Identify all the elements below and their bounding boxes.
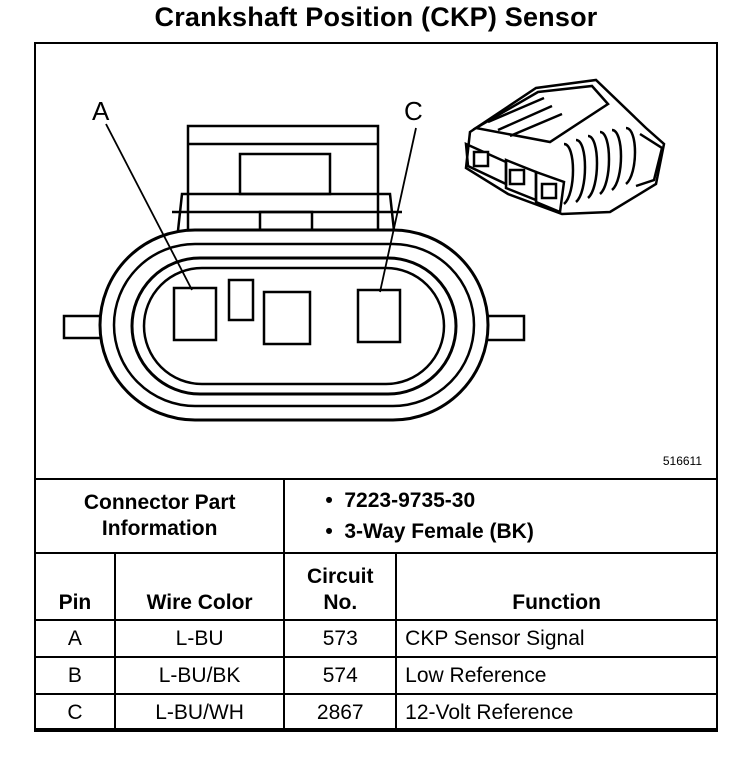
mid-shell [112, 242, 476, 408]
table-row: A L-BU 573 CKP Sensor Signal [34, 619, 718, 658]
right-tab [482, 314, 526, 342]
list-item: • 7223-9735-30 [325, 489, 476, 512]
list-item: • 3-Way Female (BK) [325, 520, 534, 543]
connector-diagram: A C 516611 [36, 44, 716, 480]
connector-info-row: Connector Part Information • 7223-9735-3… [33, 478, 718, 554]
table-header: Pin Wire Color Circuit No. Function [34, 552, 718, 621]
table-row: C L-BU/WH 2867 12-Volt Reference [34, 693, 718, 732]
table-row: B L-BU/BK 574 Low Reference [34, 656, 718, 695]
leader-a [105, 123, 193, 291]
inner-shell [130, 256, 458, 396]
header-circuit: Circuit No. [283, 552, 398, 621]
terminal-a [172, 286, 218, 342]
header-function: Function [395, 552, 718, 621]
terminal-c [356, 288, 402, 344]
reference-number: 516611 [662, 454, 702, 468]
pin-a-label: A [92, 96, 110, 126]
connector-info-label: Connector Part Information [33, 478, 286, 554]
header-wire-color: Wire Color [113, 552, 286, 621]
pin-c-label: C [404, 96, 423, 126]
left-tab [62, 314, 106, 340]
terminal-b [262, 290, 312, 346]
pinout-table: Connector Part Information • 7223-9735-3… [33, 478, 718, 732]
connector-info-list: • 7223-9735-30 • 3-Way Female (BK) [283, 478, 718, 554]
diagram-frame: A C 516611 Connector Part Information • … [33, 42, 718, 732]
inner-cavity [142, 266, 446, 386]
connector-perspective [464, 78, 666, 216]
connector-illustration: A C [62, 78, 666, 422]
page-title: Crankshaft Position (CKP) Sensor [154, 2, 598, 32]
header-pin: Pin [34, 552, 116, 621]
polarizing-key [227, 278, 255, 322]
leader-c [379, 127, 417, 293]
